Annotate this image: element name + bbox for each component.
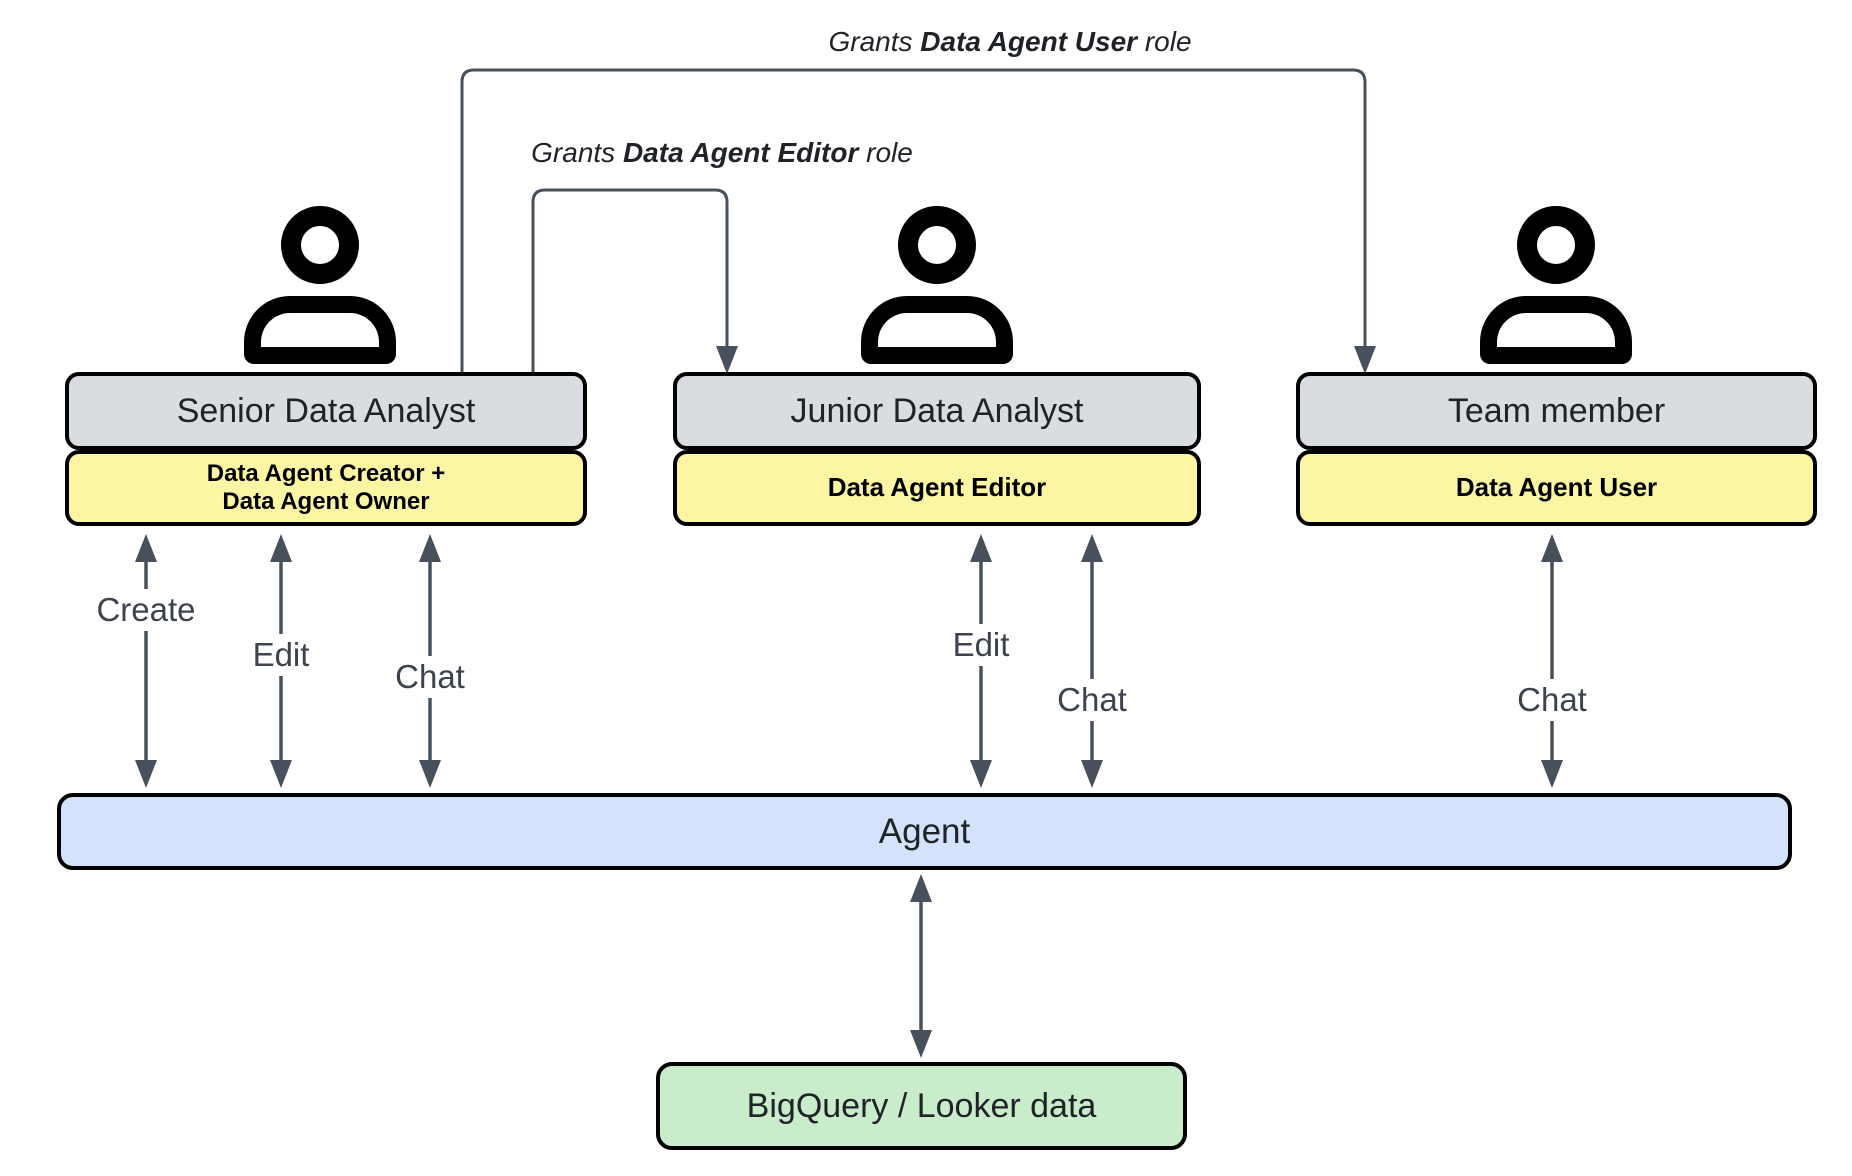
- person-icon: [861, 206, 1013, 364]
- person-head-icon: [1517, 206, 1595, 284]
- role-box-team-member: Data Agent User: [1296, 450, 1817, 526]
- role-label: Data Agent Owner: [222, 488, 430, 515]
- grant-user-suffix: role: [1137, 26, 1192, 57]
- action-label-chat: Chat: [1509, 679, 1595, 721]
- person-head-icon: [281, 206, 359, 284]
- grant-editor-prefix: Grants: [531, 137, 623, 168]
- datastore-box: BigQuery / Looker data: [656, 1062, 1187, 1150]
- actor-title-senior-data-analyst: Senior Data Analyst: [65, 372, 587, 450]
- role-box-senior: Data Agent Creator + Data Agent Owner: [65, 450, 587, 526]
- person-shoulders-icon: [861, 296, 1013, 364]
- action-label-edit: Edit: [244, 634, 318, 676]
- grant-editor-connector: [531, 188, 729, 372]
- action-label-create: Create: [88, 589, 204, 631]
- grant-user-arrowhead: [1354, 346, 1376, 374]
- action-label-chat: Chat: [387, 656, 473, 698]
- grant-editor-label: Grants Data Agent Editor role: [521, 137, 923, 169]
- action-label-chat: Chat: [1049, 679, 1135, 721]
- agent-box: Agent: [57, 793, 1792, 870]
- person-shoulders-icon: [1480, 296, 1632, 364]
- actor-title-team-member: Team member: [1296, 372, 1817, 450]
- actor-title-junior-data-analyst: Junior Data Analyst: [673, 372, 1201, 450]
- grant-user-label: Grants Data Agent User role: [818, 26, 1202, 58]
- action-label-edit: Edit: [944, 624, 1018, 666]
- role-label: Data Agent Editor: [827, 472, 1047, 503]
- person-shoulders-icon: [244, 296, 396, 364]
- grant-editor-arrowhead: [716, 346, 738, 374]
- role-box-junior: Data Agent Editor: [673, 450, 1201, 526]
- grant-editor-suffix: role: [858, 137, 913, 168]
- grant-user-role: Data Agent User: [920, 26, 1138, 57]
- grant-editor-role: Data Agent Editor: [622, 137, 859, 168]
- grant-user-connector: [460, 68, 1367, 372]
- person-head-icon: [898, 206, 976, 284]
- role-label: Data Agent Creator +: [206, 460, 446, 488]
- person-icon: [1480, 206, 1632, 364]
- person-icon: [244, 206, 396, 364]
- role-label: Data Agent User: [1455, 472, 1658, 503]
- grant-user-prefix: Grants: [828, 26, 921, 57]
